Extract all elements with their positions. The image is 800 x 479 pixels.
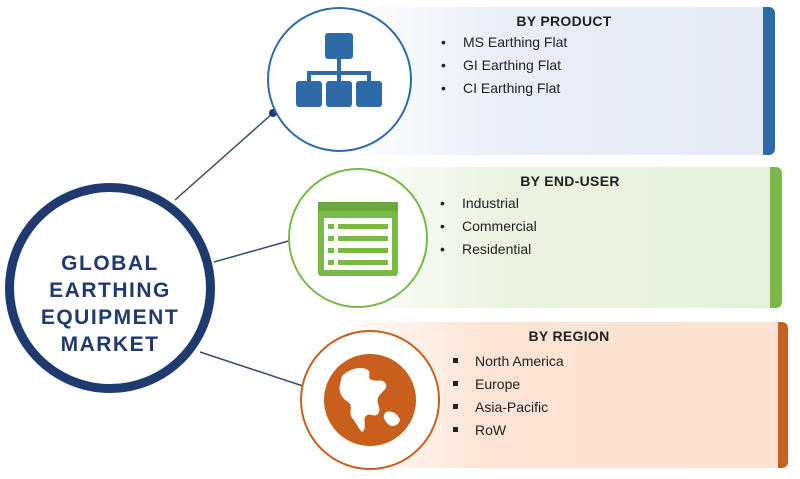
panel-title-product: BY PRODUCT xyxy=(516,13,612,29)
list-item: Commercial xyxy=(440,215,537,238)
connector-product xyxy=(174,112,274,201)
list-item: Industrial xyxy=(440,192,537,215)
list-item: GI Earthing Flat xyxy=(441,54,567,77)
bullet-icon xyxy=(441,54,463,77)
list-item: RoW xyxy=(453,419,564,442)
globe-icon xyxy=(324,354,416,446)
bullet-icon xyxy=(441,77,463,100)
bullet-icon xyxy=(453,419,475,442)
list-item: MS Earthing Flat xyxy=(441,31,567,54)
bullet-icon xyxy=(440,192,462,215)
list-window-icon xyxy=(318,202,398,276)
list-item: Residential xyxy=(440,238,537,261)
panel-by-product: BY PRODUCT MS Earthing Flat GI Earthing … xyxy=(365,7,775,155)
region-icon-circle xyxy=(300,330,440,470)
end-user-icon-circle xyxy=(288,168,428,308)
bullet-icon xyxy=(453,373,475,396)
bullet-icon xyxy=(453,350,475,373)
product-list: MS Earthing Flat GI Earthing Flat CI Ear… xyxy=(441,31,567,100)
list-item: CI Earthing Flat xyxy=(441,77,567,100)
product-icon-circle xyxy=(267,7,412,152)
bullet-icon xyxy=(441,31,463,54)
connector-region xyxy=(199,351,310,389)
bullet-icon xyxy=(453,396,475,419)
region-list: North America Europe Asia-Pacific RoW xyxy=(453,350,564,442)
list-item: North America xyxy=(453,350,564,373)
end-user-list: Industrial Commercial Residential xyxy=(440,192,537,261)
panel-by-end-user: BY END-USER Industrial Commercial Reside… xyxy=(370,167,782,308)
market-title: GLOBAL EARTHING EQUIPMENT MARKET xyxy=(40,252,180,356)
bullet-icon xyxy=(440,215,462,238)
connector-enduser xyxy=(213,239,293,263)
panel-title-end-user: BY END-USER xyxy=(520,173,620,189)
panel-title-region: BY REGION xyxy=(528,328,610,344)
list-item: Europe xyxy=(453,373,564,396)
hierarchy-icon xyxy=(296,33,382,107)
bullet-icon xyxy=(440,238,462,261)
list-item: Asia-Pacific xyxy=(453,396,564,419)
market-hub-circle: GLOBAL EARTHING EQUIPMENT MARKET xyxy=(5,183,215,393)
